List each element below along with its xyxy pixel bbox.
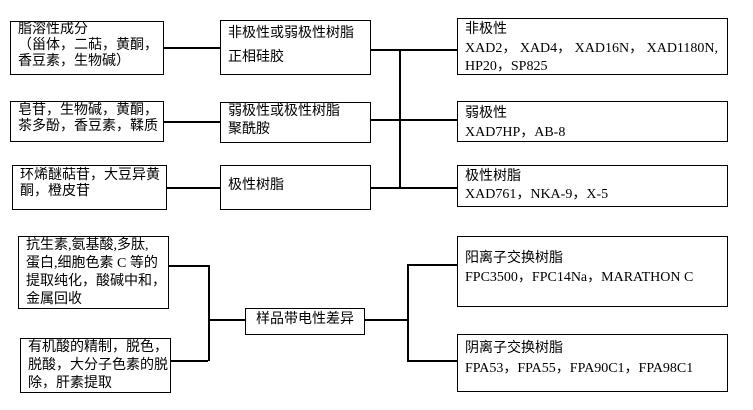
box-polar-resins: 极性树脂 XAD761，NKA-9，X-5 — [457, 165, 728, 207]
box-weak-polar-or-polar-resin: 弱极性或极性树脂 聚酰胺 — [220, 102, 371, 143]
box-fat-soluble-components: 脂溶性成分 （甾体，二萜，黄酮， 香豆素，生物碱） — [10, 21, 164, 75]
box-text-line: 脱酸，大分子色素的脱 — [28, 358, 168, 373]
box-text-line: 非极性 — [465, 22, 507, 37]
connector-bus-r4 — [407, 264, 457, 266]
box-text-line: （甾体，二萜，黄酮， — [18, 38, 158, 53]
box-text-line: 香豆素，生物碱） — [18, 54, 130, 69]
connector-bus-top — [399, 49, 401, 188]
connector-bus-m4 — [208, 319, 245, 321]
box-text-line: XAD2， XAD4， XAD16N， XAD1180N, — [465, 40, 719, 56]
box-text-line: 极性树脂 — [228, 178, 284, 193]
box-text-line: 除，肝素提取 — [28, 376, 112, 391]
box-cation-exchange-resins: 阳离子交换树脂 FPC3500，FPC14Na，MARATHON C — [457, 236, 728, 307]
connector-l1-m1 — [163, 47, 220, 49]
box-text-line: 阳离子交换树脂 — [465, 251, 563, 266]
connector-m3-r3 — [370, 187, 457, 189]
box-text-line: 皂苷，生物碱，黄酮， — [18, 103, 158, 118]
box-anion-exchange-resins: 阴离子交换树脂 FPA53，FPA55，FPA90C1，FPA98C1 — [457, 334, 728, 392]
connector-bus-r5 — [407, 360, 457, 362]
box-nonpolar-or-weak-polar-resin: 非极性或弱极性树脂 正相硅胶 — [220, 20, 371, 75]
connector-bus-bottom-right — [407, 264, 409, 361]
box-antibiotics-amino-acids: 抗生素,氨基酸,多肽, 蛋白,细胞色素 C 等的 提取纯化，酸碱中和， 金属回收 — [18, 236, 169, 309]
connector-m4-bus — [365, 319, 408, 321]
box-text-line: FPC3500，FPC14Na，MARATHON C — [465, 270, 694, 285]
box-text-line: 蛋白,细胞色素 C 等的 — [26, 256, 158, 271]
connector-m1-r1 — [370, 49, 457, 51]
connector-l4-bus — [168, 265, 208, 267]
box-iridoid-glycosides: 环烯醚萜苷，大豆异黄 酮，橙皮苷 — [12, 165, 167, 210]
box-weak-polar-resins: 弱极性 XAD7HP，AB-8 — [457, 101, 728, 142]
box-text-line: 样品带电性差异 — [256, 312, 354, 327]
box-text-line: 脂溶性成分 — [18, 22, 88, 37]
connector-m2-r2 — [370, 119, 457, 121]
box-text-line: 茶多酚，香豆素，鞣质 — [18, 119, 158, 134]
box-saponins-alkaloids-flavones: 皂苷，生物碱，黄酮， 茶多酚，香豆素，鞣质 — [10, 101, 164, 142]
box-text-line: 有机酸的精制，脱色， — [28, 340, 168, 355]
box-text-line: 正相硅胶 — [228, 50, 284, 65]
box-text-line: 抗生素,氨基酸,多肽, — [26, 238, 149, 253]
connector-l3-m3 — [166, 187, 220, 189]
connector-l5-bus — [170, 360, 208, 362]
box-text-line: 弱极性 — [465, 106, 507, 121]
box-text-line: 金属回收 — [26, 292, 82, 307]
connector-l2-m2 — [163, 121, 220, 123]
box-text-line: 非极性或弱极性树脂 — [228, 26, 354, 41]
box-nonpolar-resins: 非极性 XAD2， XAD4， XAD16N， XAD1180N, HP20，S… — [457, 18, 728, 75]
box-text-line: 阴离子交换树脂 — [465, 341, 563, 356]
box-text-line: 弱极性或极性树脂 — [228, 104, 340, 119]
connector-bus-bottom-left — [208, 265, 210, 361]
box-text-line: HP20，SP825 — [465, 59, 548, 74]
box-text-line: 极性树脂 — [465, 169, 521, 184]
box-text-line: XAD7HP，AB-8 — [465, 125, 566, 140]
box-text-line: 环烯醚萜苷，大豆异黄 — [20, 168, 160, 183]
box-polar-resin: 极性树脂 — [220, 165, 371, 210]
box-text-line: XAD761，NKA-9，X-5 — [465, 187, 609, 202]
box-organic-acid-refining: 有机酸的精制，脱色， 脱酸，大分子色素的脱 除，肝素提取 — [20, 338, 171, 393]
box-sample-charge-difference: 样品带电性差异 — [245, 308, 365, 335]
box-text-line: FPA53，FPA55，FPA90C1，FPA98C1 — [465, 361, 694, 376]
box-text-line: 聚酰胺 — [228, 121, 270, 137]
box-text-line: 提取纯化，酸碱中和， — [26, 274, 166, 289]
box-text-line: 酮，橙皮苷 — [20, 184, 90, 199]
